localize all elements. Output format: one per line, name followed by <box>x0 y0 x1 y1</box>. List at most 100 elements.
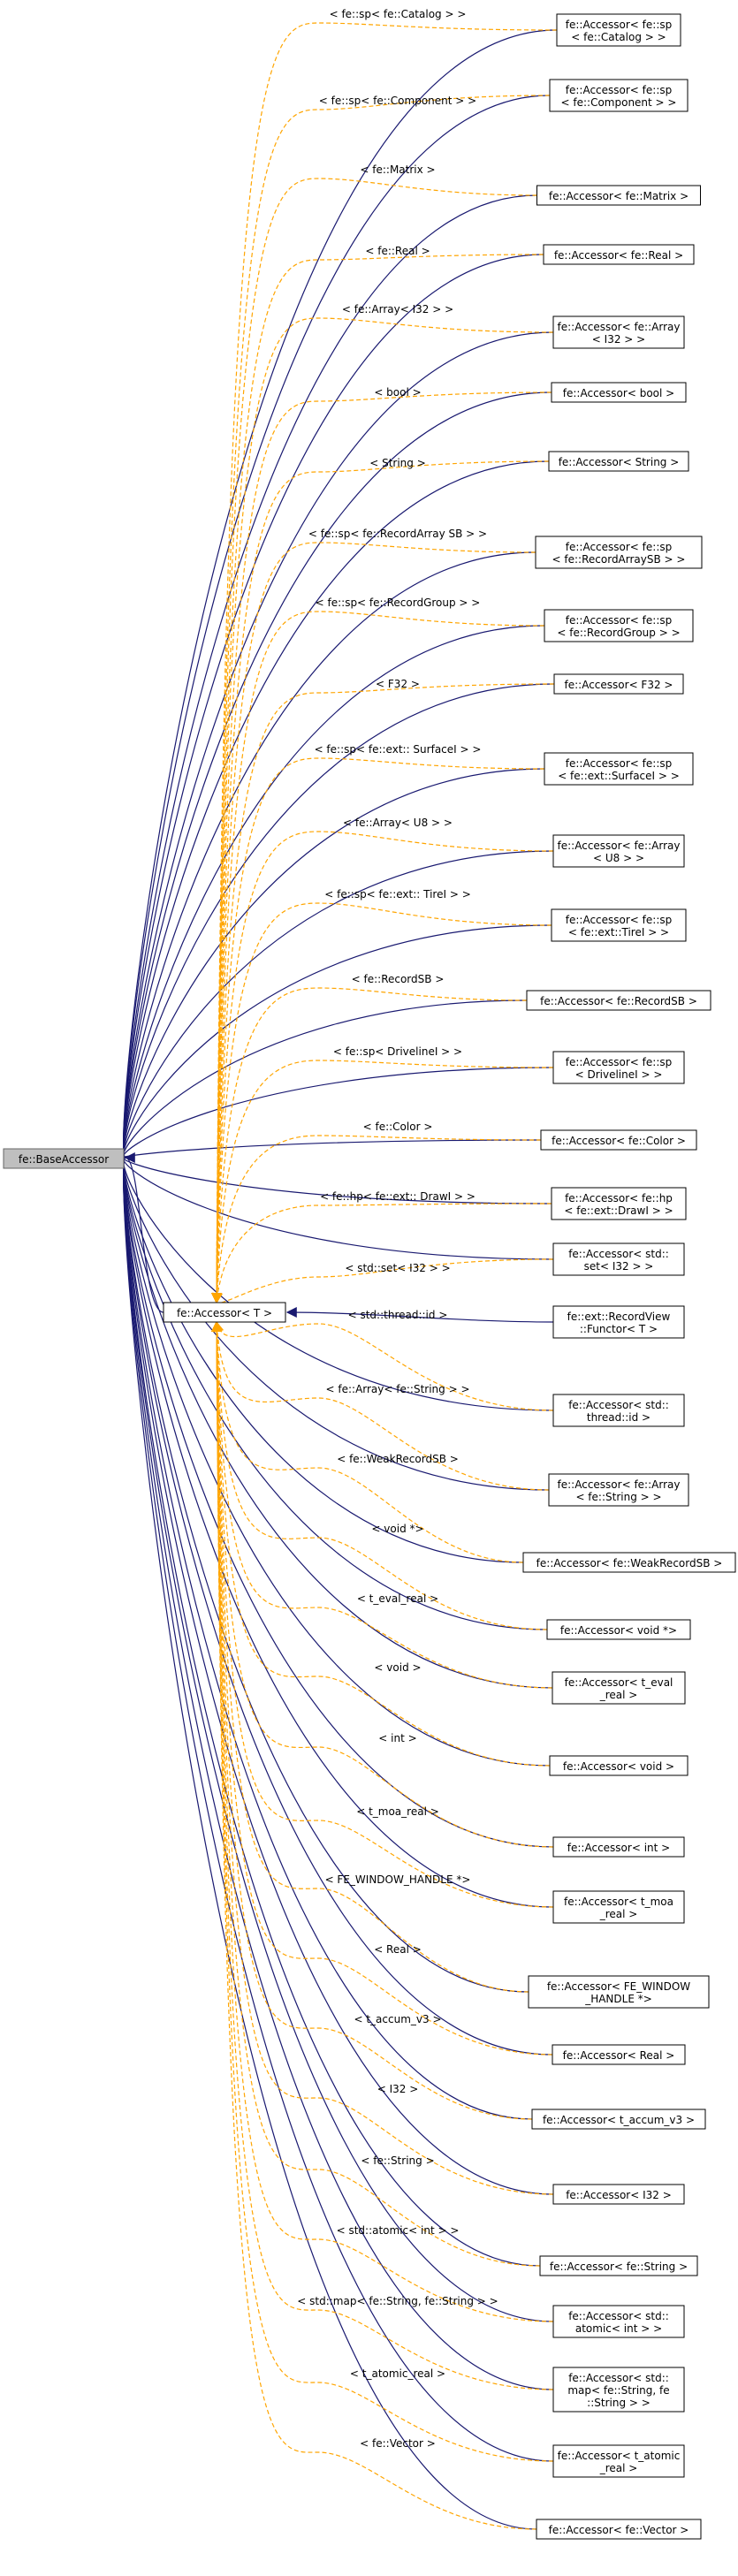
node-thread-id-box <box>552 1394 685 1427</box>
node-fe-window-handle-box <box>528 1975 710 2009</box>
node-array-i32[interactable]: fe::Accessor< fe::Array< I32 > > <box>552 315 685 349</box>
node-map-string-label: fe::Accessor< std:: <box>568 2372 669 2384</box>
node-fe-string-box <box>539 2255 698 2276</box>
node-t-atomic-real-label: _real > <box>599 2462 638 2474</box>
edge-label-weakrecordsb: < fe::WeakRecordSB > <box>337 1453 459 1465</box>
node-bool-label: fe::Accessor< bool > <box>563 387 674 399</box>
node-t-eval-real[interactable]: fe::Accessor< t_eval_real > <box>552 1671 686 1705</box>
edge-template-drawi <box>212 1203 552 1304</box>
edge-label-real: < fe::Real > <box>365 245 430 257</box>
node-recordarraysb[interactable]: fe::Accessor< fe::sp< fe::RecordArraySB … <box>535 536 703 569</box>
node-fe-string[interactable]: fe::Accessor< fe::String > <box>539 2255 698 2276</box>
node-set-i32[interactable]: fe::Accessor< std::set< I32 > > <box>552 1242 685 1276</box>
edge-template-map-string <box>211 1320 554 2390</box>
node-base-accessor[interactable]: fe::BaseAccessor <box>3 1148 125 1169</box>
edge-label-recordsb: < fe::RecordSB > <box>352 973 445 985</box>
edge-label-component: < fe::sp< fe::Component > > <box>319 95 476 107</box>
node-thread-id-label: thread::id > <box>587 1411 651 1424</box>
node-string[interactable]: fe::Accessor< String > <box>548 451 689 472</box>
edge-inherit-fe-window-handle <box>115 1152 529 1993</box>
node-t-atomic-real[interactable]: fe::Accessor< t_atomic_real > <box>552 2444 685 2478</box>
edge-inherit-real <box>115 254 544 1163</box>
edge-label-void: < void > <box>374 1661 421 1674</box>
node-drawi[interactable]: fe::Accessor< fe::hp< fe::ext::DrawI > > <box>551 1187 687 1220</box>
node-real-box <box>543 244 695 265</box>
node-bool[interactable]: fe::Accessor< bool > <box>551 382 687 403</box>
node-thread-id[interactable]: fe::Accessor< std::thread::id > <box>552 1394 685 1427</box>
node-void[interactable]: fe::Accessor< void > <box>549 1755 689 1776</box>
node-weakrecordsb[interactable]: fe::Accessor< fe::WeakRecordSB > <box>522 1552 736 1573</box>
node-int[interactable]: fe::Accessor< int > <box>552 1836 685 1858</box>
edge-template-tirei <box>211 902 552 1304</box>
edge-inherit-real-plain <box>115 1152 553 2055</box>
edge-template-matrix <box>211 178 537 1304</box>
node-f32[interactable]: fe::Accessor< F32 > <box>553 673 684 695</box>
node-vector-label: fe::Accessor< fe::Vector > <box>549 2524 689 2536</box>
node-recordsb[interactable]: fe::Accessor< fe::RecordSB > <box>526 990 711 1011</box>
node-vector-box <box>536 2519 702 2540</box>
edge-template-array-u8 <box>211 831 554 1304</box>
node-surfacei[interactable]: fe::Accessor< fe::sp< fe::ext::SurfaceI … <box>544 752 694 786</box>
node-array-string[interactable]: fe::Accessor< fe::Array< fe::String > > <box>548 1473 689 1507</box>
node-color[interactable]: fe::Accessor< fe::Color > <box>540 1129 697 1151</box>
edge-template-t-moa-real <box>211 1320 554 1908</box>
node-recordgroup[interactable]: fe::Accessor< fe::sp< fe::RecordGroup > … <box>544 609 694 642</box>
edge-inherit-t-eval-real <box>116 1152 553 1689</box>
edge-template-catalog <box>211 22 558 1304</box>
edge-inherit-matrix <box>115 194 537 1163</box>
node-tirei[interactable]: fe::Accessor< fe::sp< fe::ext::TireI > > <box>551 908 687 942</box>
node-t-accum-v3[interactable]: fe::Accessor< t_accum_v3 > <box>531 2109 706 2130</box>
edge-label-fe-string: < fe::String > <box>361 2154 434 2167</box>
edge-label-atomic-int: < std::atomic< int > > <box>337 2224 460 2237</box>
node-accessor-template[interactable]: fe::Accessor< T > <box>163 1302 286 1323</box>
node-array-i32-label: fe::Accessor< fe::Array <box>558 321 681 333</box>
edge-label-drawi: < fe::hp< fe::ext:: DrawI > > <box>320 1190 476 1203</box>
edge-template-recordsb <box>211 987 528 1304</box>
node-atomic-int-label: fe::Accessor< std:: <box>568 2310 669 2322</box>
edge-label-t-accum-v3: < t_accum_v3 > <box>354 2013 441 2025</box>
node-array-u8-label: < U8 > > <box>593 852 644 864</box>
edge-label-color: < fe::Color > <box>363 1121 433 1133</box>
edge-template-bool <box>211 391 552 1304</box>
edge-label-recordgroup: < fe::sp< fe::RecordGroup > > <box>316 597 481 609</box>
node-matrix-label: fe::Accessor< fe::Matrix > <box>549 190 689 202</box>
node-fe-window-handle[interactable]: fe::Accessor< FE_WINDOW_HANDLE *> <box>528 1975 710 2009</box>
node-void-ptr[interactable]: fe::Accessor< void *> <box>546 1619 691 1640</box>
node-drivelinei[interactable]: fe::Accessor< fe::sp< DrivelineI > > <box>552 1051 685 1084</box>
node-i32-label: fe::Accessor< I32 > <box>566 2189 672 2201</box>
node-t-moa-real-label: fe::Accessor< t_moa <box>564 1896 673 1908</box>
node-drivelinei-label: < DrivelineI > > <box>575 1068 663 1081</box>
edge-inherit-array-u8 <box>116 850 554 1163</box>
node-matrix[interactable]: fe::Accessor< fe::Matrix > <box>536 185 701 206</box>
node-recordarraysb-box <box>535 536 703 569</box>
node-recordview[interactable]: fe::ext::RecordView::Functor< T > <box>552 1305 685 1339</box>
edge-template-void-ptr <box>211 1320 548 1630</box>
edge-template-t-atomic-real <box>211 1320 554 2462</box>
node-color-box <box>540 1129 697 1151</box>
edge-inherit-drivelinei <box>116 1067 554 1163</box>
edge-label-tirei: < fe::sp< fe::ext:: TireI > > <box>324 888 471 900</box>
node-catalog[interactable]: fe::Accessor< fe::sp< fe::Catalog > > <box>556 13 681 47</box>
node-t-moa-real[interactable]: fe::Accessor< t_moa_real > <box>552 1890 685 1924</box>
node-atomic-int[interactable]: fe::Accessor< std::atomic< int > > <box>552 2305 685 2338</box>
node-t-eval-real-label: _real > <box>599 1689 638 1701</box>
node-real[interactable]: fe::Accessor< fe::Real > <box>543 244 695 265</box>
node-i32[interactable]: fe::Accessor< I32 > <box>552 2184 685 2205</box>
node-f32-box <box>553 673 684 695</box>
node-array-u8[interactable]: fe::Accessor< fe::Array< U8 > > <box>552 834 685 868</box>
node-recordgroup-box <box>544 609 694 642</box>
node-real-plain[interactable]: fe::Accessor< Real > <box>552 2044 686 2065</box>
node-vector[interactable]: fe::Accessor< fe::Vector > <box>536 2519 702 2540</box>
node-bool-box <box>551 382 687 403</box>
edge-label-thread-id: < std::thread::id > <box>348 1309 448 1321</box>
node-component[interactable]: fe::Accessor< fe::sp< fe::Component > > <box>549 79 689 112</box>
edge-label-catalog: < fe::sp< fe::Catalog > > <box>330 8 467 20</box>
edge-label-array-u8: < fe::Array< U8 > > <box>343 817 453 829</box>
node-t-moa-real-label: _real > <box>599 1908 638 1920</box>
node-recordgroup-label: fe::Accessor< fe::sp <box>566 614 672 627</box>
node-map-string[interactable]: fe::Accessor< std::map< fe::String, fe::… <box>552 2367 685 2413</box>
node-real-plain-label: fe::Accessor< Real > <box>563 2049 675 2062</box>
node-array-u8-label: fe::Accessor< fe::Array <box>558 840 681 852</box>
edge-inherit-void <box>116 1152 551 1767</box>
edge-label-vector: < fe::Vector > <box>360 2437 436 2450</box>
